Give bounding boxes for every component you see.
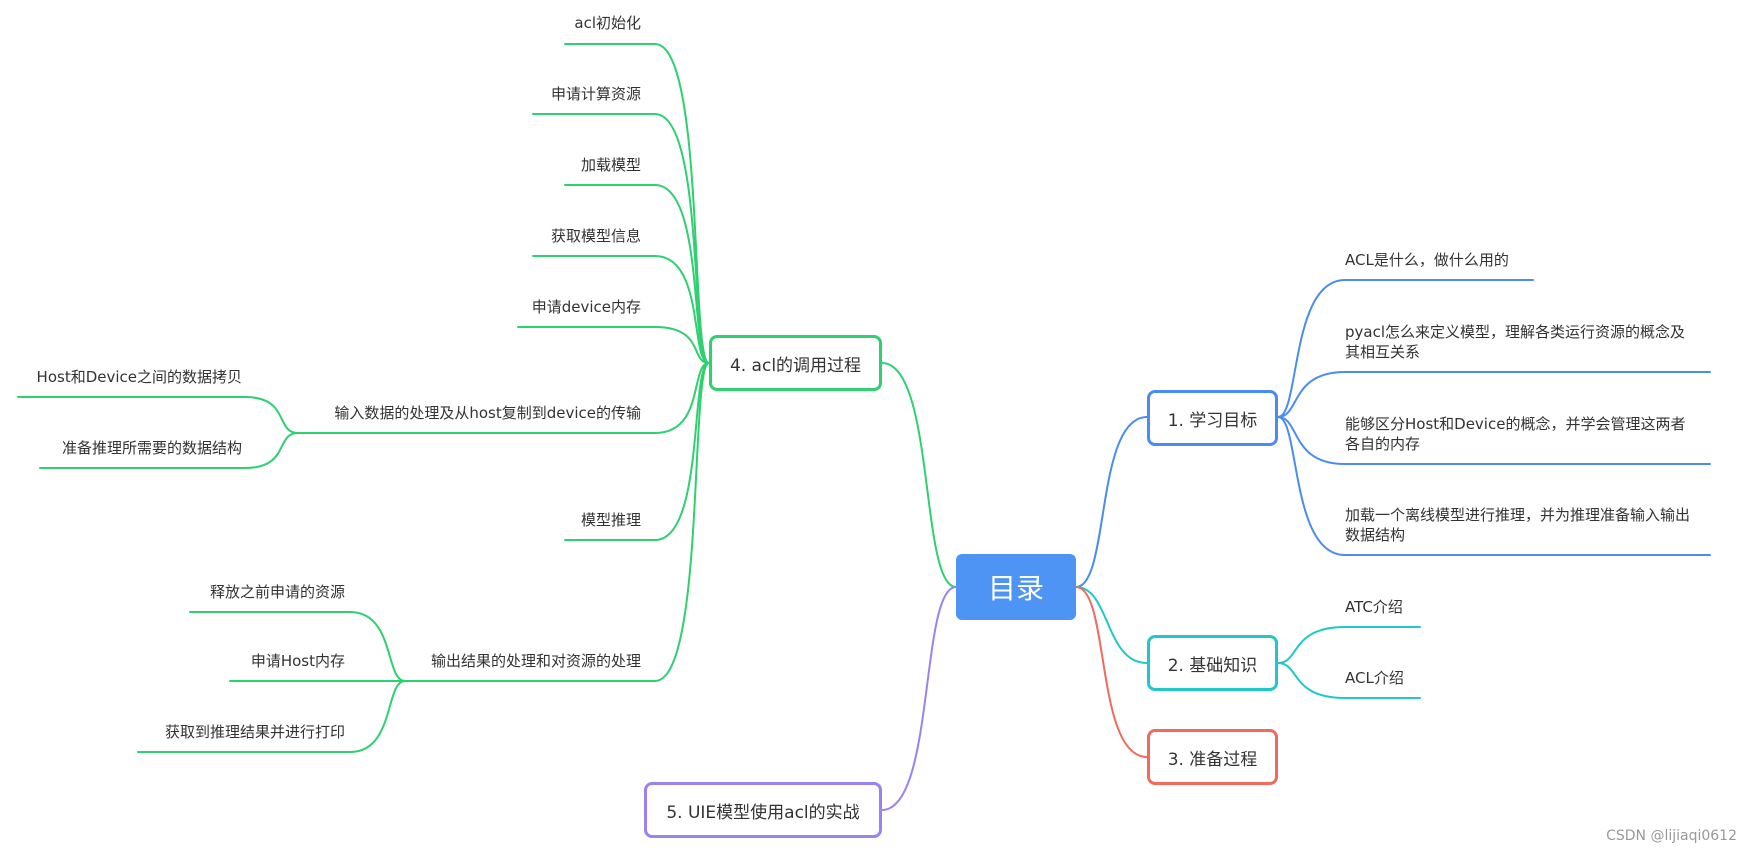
branch-learning-goals[interactable]: 1. 学习目标: [1147, 390, 1278, 446]
leaf-offline-model[interactable]: 加载一个离线模型进行推理，并为推理准备输入输出数据结构: [1345, 506, 1691, 544]
leaf-acl-what[interactable]: ACL是什么，做什么用的: [1345, 251, 1509, 269]
leaf-model-info[interactable]: 获取模型信息: [550, 227, 641, 245]
leaf-pyacl-model[interactable]: pyacl怎么来定义模型，理解各类运行资源的概念及其相互关系: [1345, 323, 1686, 361]
leaf-print-results[interactable]: 获取到推理结果并进行打印: [164, 723, 345, 741]
branch-preparation[interactable]: 3. 准备过程: [1147, 729, 1278, 785]
branch-acl-call-process[interactable]: 4. acl的调用过程: [709, 335, 882, 391]
leaf-apply-compute[interactable]: 申请计算资源: [550, 85, 641, 103]
leaf-host-device-copy[interactable]: Host和Device之间的数据拷贝: [36, 368, 242, 386]
leaf-host-memory[interactable]: 申请Host内存: [250, 652, 345, 670]
leaf-host-device[interactable]: 能够区分Host和Device的概念，并学会管理这两者各自的内存: [1345, 415, 1686, 453]
branch-basics[interactable]: 2. 基础知识: [1147, 635, 1278, 691]
leaf-acl-init[interactable]: acl初始化: [574, 14, 641, 32]
leaf-release-resources[interactable]: 释放之前申请的资源: [209, 583, 345, 601]
leaf-model-inference[interactable]: 模型推理: [580, 511, 641, 529]
watermark: CSDN @lijiaqi0612: [1606, 828, 1737, 844]
root-node[interactable]: 目录: [956, 554, 1076, 620]
leaf-load-model[interactable]: 加载模型: [580, 156, 641, 174]
leaf-input-processing[interactable]: 输入数据的处理及从host复制到device的传输: [334, 404, 641, 422]
branch-uie-practice[interactable]: 5. UIE模型使用acl的实战: [644, 782, 882, 838]
leaf-device-memory[interactable]: 申请device内存: [531, 298, 641, 316]
leaf-atc-intro[interactable]: ATC介绍: [1345, 598, 1403, 616]
leaf-acl-intro[interactable]: ACL介绍: [1345, 669, 1404, 687]
leaf-output-processing[interactable]: 输出结果的处理和对资源的处理: [430, 652, 641, 670]
leaf-prepare-structures[interactable]: 准备推理所需要的数据结构: [61, 439, 242, 457]
